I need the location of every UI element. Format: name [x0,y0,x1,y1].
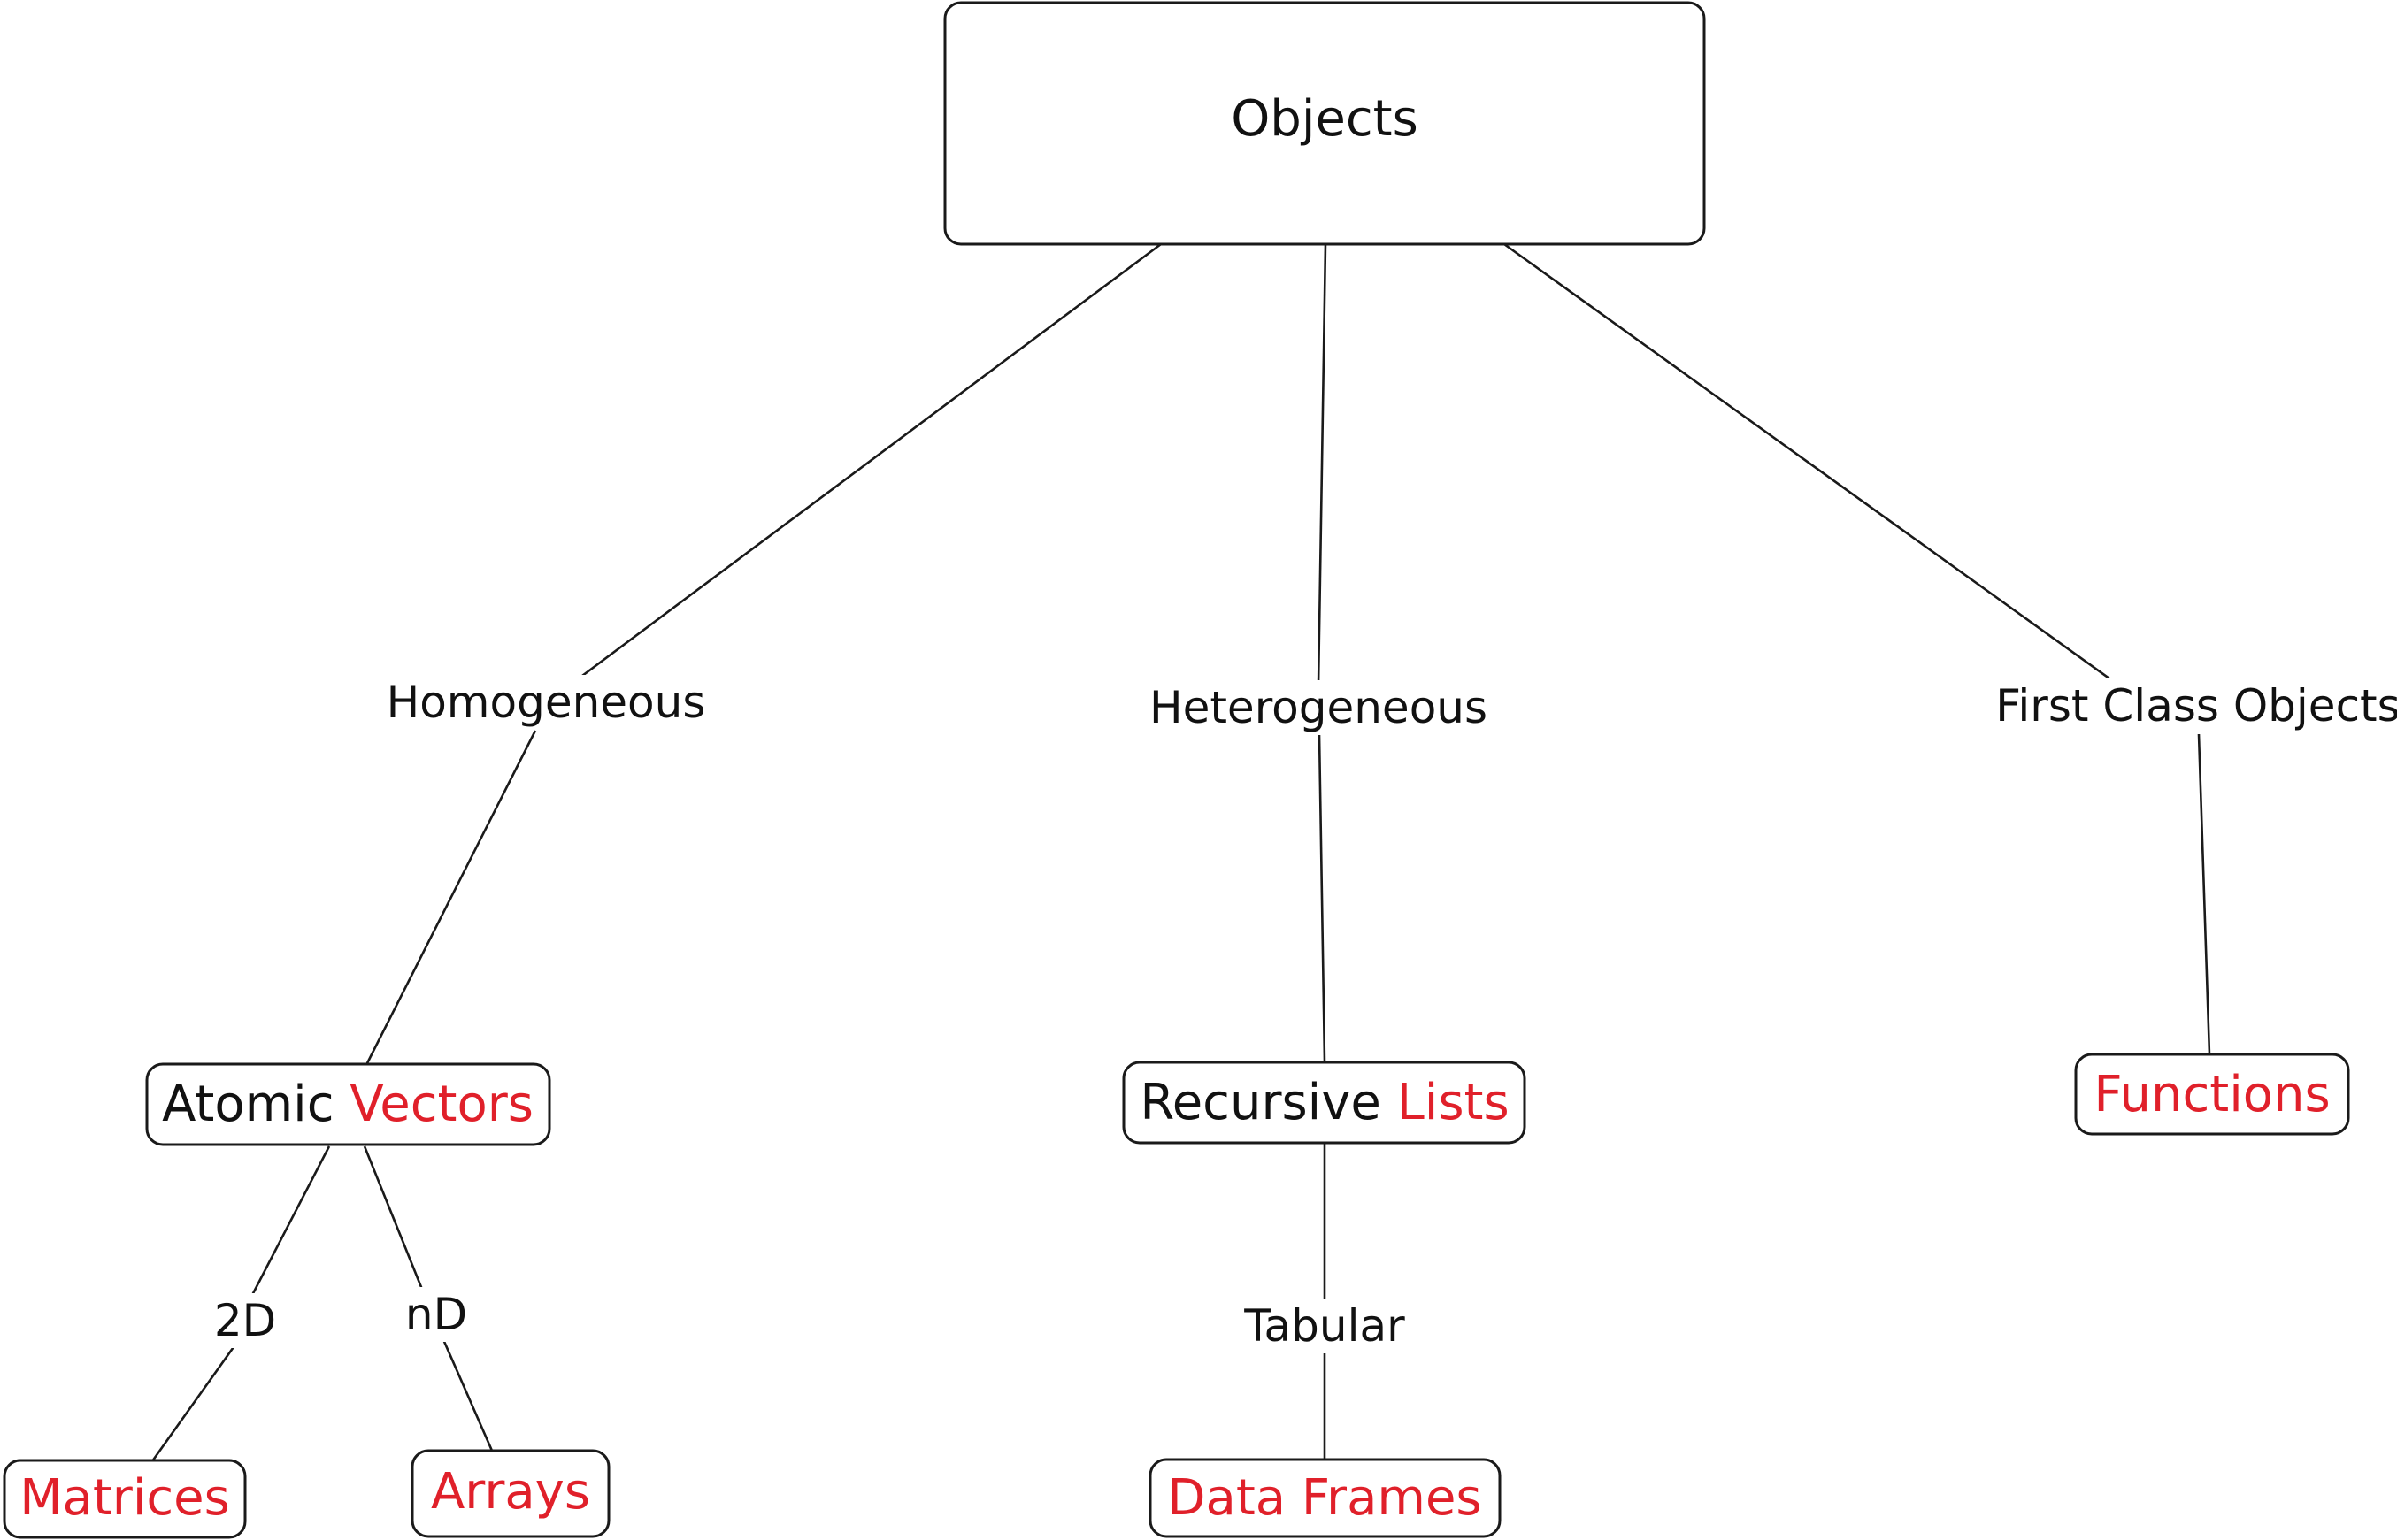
edge-first-class-functions [2197,733,2211,1055]
edge-label-first-class-objects: First Class Objects [1995,680,2397,732]
edge-label-2d: 2D [214,1295,276,1346]
edge-atomic-vectors-2d [248,1145,331,1301]
node-objects-box [943,1,1706,246]
edge-label-nd: nD [405,1289,467,1340]
edge-objects-first-class [1503,242,2120,687]
edge-label-tabular: Tabular [1243,1300,1405,1352]
edge-label-background [399,1287,473,1342]
edge-label-background [380,675,711,730]
edge-labels: Homogeneous Heterogeneous First Class Ob… [208,675,2397,1353]
node-recursive-lists-label: Recursive Lists [1140,1074,1509,1131]
node-atomic-vectors: Atomic Vectors [145,1062,551,1146]
edge-objects-homogeneous [574,242,1162,683]
node-recursive-lists-box [1122,1061,1526,1145]
node-matrices: Matrices [3,1459,247,1539]
edge-label-background [208,1293,282,1348]
node-arrays-box [411,1449,611,1538]
edge-2d-matrices [150,1344,237,1462]
edge-atomic-vectors-nd [363,1145,425,1292]
edge-label-heterogeneous: Heterogeneous [1149,682,1487,733]
node-functions: Functions [2074,1053,2350,1136]
edge-heterogeneous-recursive-lists [1318,733,1326,1062]
node-recursive-lists-label-highlight: Lists [1397,1074,1510,1131]
edge-label-homogeneous: Homogeneous [387,677,706,728]
node-atomic-vectors-label-highlight: Vectors [350,1076,534,1133]
node-matrices-label: Matrices [19,1469,230,1527]
node-atomic-vectors-box [145,1062,551,1146]
node-objects: Objects [943,1,1706,246]
edge-label-background [1143,680,1494,735]
edge-objects-heterogeneous [1317,243,1327,686]
edge-label-background [1238,1299,1411,1353]
node-atomic-vectors-label-plain: Atomic [162,1076,350,1133]
node-matrices-box [3,1459,247,1539]
edge-nd-arrays [441,1337,494,1452]
node-atomic-vectors-label: Atomic Vectors [162,1076,534,1133]
edge-label-background [1990,678,2397,733]
node-arrays-label: Arrays [431,1463,590,1521]
node-data-frames: Data Frames [1149,1458,1502,1538]
node-data-frames-box [1149,1458,1502,1538]
node-functions-label: Functions [2094,1066,2330,1123]
node-recursive-lists-label-plain: Recursive [1140,1074,1396,1131]
node-arrays: Arrays [411,1449,611,1538]
connectors [150,242,2211,1462]
edge-homogeneous-atomic-vectors [365,730,537,1064]
node-data-frames-label: Data Frames [1167,1469,1481,1527]
node-recursive-lists: Recursive Lists [1122,1061,1526,1145]
node-objects-label: Objects [1231,90,1418,148]
node-functions-box [2074,1053,2350,1136]
